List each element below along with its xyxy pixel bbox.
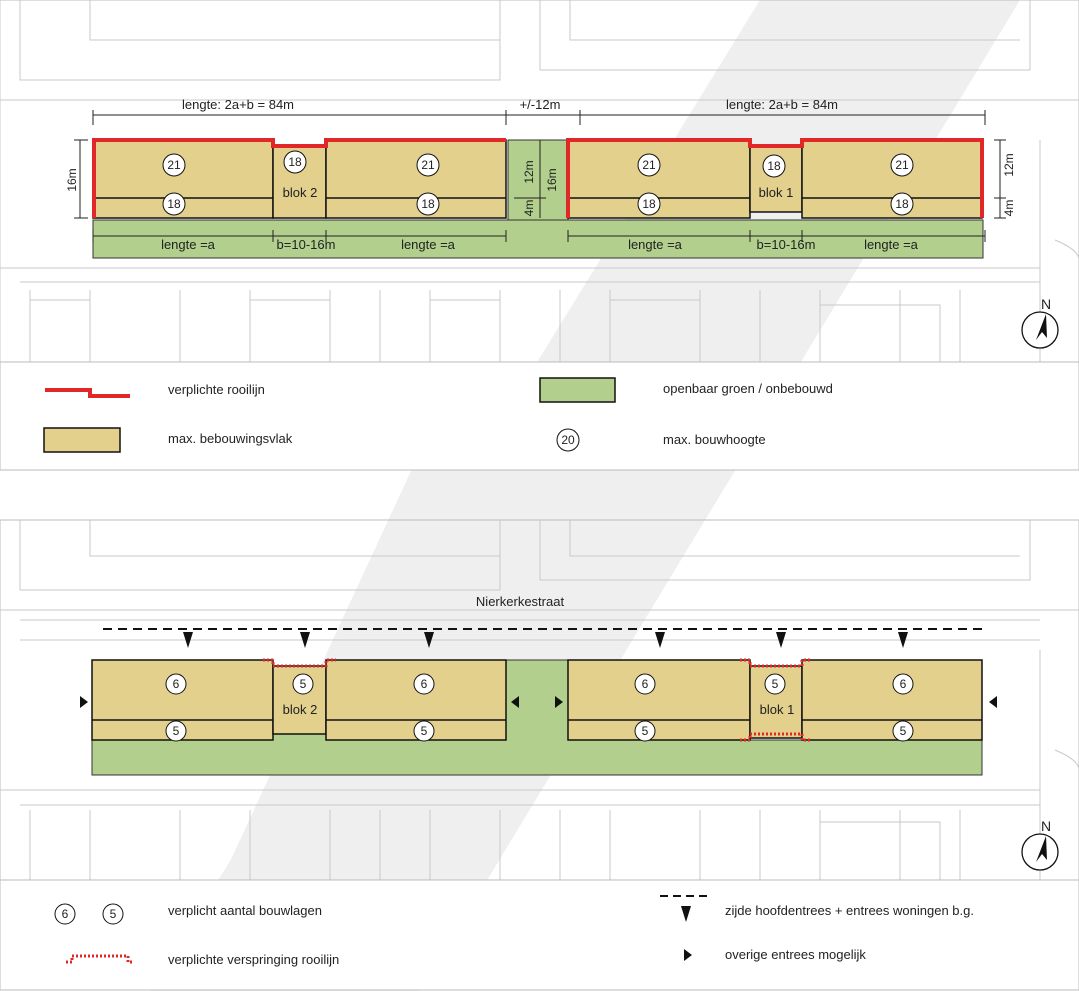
legend-bebouwing-label: max. bebouwingsvlak [168, 431, 293, 446]
height-mid-blok2: 18 [288, 155, 302, 169]
legend-5-symbol [102, 903, 124, 925]
layers-mid-blok2: 5 [300, 677, 307, 691]
north-arrow-icon-2 [1021, 833, 1059, 871]
layer-circles [165, 673, 914, 742]
dim-length-a-3: lengte =a [628, 237, 683, 252]
legend-overige-label: overige entrees mogelijk [725, 947, 866, 962]
dim-depth-12-right: 12m [1002, 153, 1016, 176]
north-arrow-icon [1021, 311, 1059, 349]
height-back-2: 18 [421, 197, 435, 211]
legend-5-symbol-text: 5 [110, 907, 117, 921]
legend-hoogte-symbol-text: 20 [561, 433, 575, 447]
dim-depth-12-mid: 12m [522, 160, 536, 183]
legend-bouwlagen-label: verplicht aantal bouwlagen [168, 903, 322, 918]
dim-gap: +/-12m [520, 97, 561, 112]
layers-front-4: 6 [900, 677, 907, 691]
entrance-arrows-down [183, 632, 908, 648]
dim-depth-4-right: 4m [1002, 200, 1016, 217]
layers-back-3: 5 [642, 724, 649, 738]
legend-bebouwing-symbol [43, 427, 121, 453]
block-label-blok2: blok 2 [283, 185, 318, 200]
legend-rooilijn-symbol [45, 388, 130, 398]
legend-side-arrow-icon [684, 949, 692, 961]
height-back-1: 18 [167, 197, 181, 211]
build-areas-2 [91, 659, 983, 741]
dimension-lines-1 [74, 110, 1006, 242]
legend-6-symbol-text: 6 [62, 907, 69, 921]
height-front-1: 21 [167, 158, 181, 172]
dim-length-b-2: b=10-16m [757, 237, 816, 252]
legend-groen-symbol [539, 377, 616, 403]
site-plan-1: lengte: 2a+b = 84m +/-12m lengte: 2a+b =… [0, 0, 1079, 363]
dim-total-left: lengte: 2a+b = 84m [182, 97, 294, 112]
height-front-2: 21 [421, 158, 435, 172]
dim-length-a-4: lengte =a [864, 237, 919, 252]
dim-depth-16-mid: 16m [545, 168, 559, 191]
dim-depth-left: 16m [65, 168, 79, 191]
site-plan-2: Nierkerkestraat [0, 519, 1079, 881]
dim-length-b-1: b=10-16m [277, 237, 336, 252]
legend-hoofdentrees-label: zijde hoofdentrees + entrees woningen b.… [725, 903, 974, 918]
dim-length-a-2: lengte =a [401, 237, 456, 252]
legend-2: 6 5 verplicht aantal bouwlagen verplicht… [0, 879, 1079, 991]
legend-rooilijn-label: verplichte rooilijn [168, 382, 265, 397]
layers-back-4: 5 [900, 724, 907, 738]
street-name: Nierkerkestraat [476, 594, 565, 609]
legend-hoogte-label: max. bouwhoogte [663, 432, 766, 447]
height-back-4: 18 [895, 197, 909, 211]
height-mid-blok1: 18 [767, 159, 781, 173]
green-strip-1 [92, 219, 984, 259]
legend-down-arrow-icon [681, 906, 691, 922]
dim-depth-4-mid: 4m [522, 200, 536, 217]
north-label-1: N [1041, 296, 1051, 312]
layers-front-2: 6 [421, 677, 428, 691]
rooilijn-line-1 [92, 138, 984, 218]
block-label-blok1-2: blok 1 [760, 702, 795, 717]
legend-verspringing-symbol [66, 954, 134, 964]
legend-1: verplichte rooilijn max. bebouwingsvlak … [0, 361, 1079, 471]
side-entrance-arrows [80, 696, 997, 708]
legend-hoogte-symbol [556, 428, 580, 452]
layers-front-3: 6 [642, 677, 649, 691]
legend-6-symbol [54, 903, 76, 925]
layers-front-1: 6 [173, 677, 180, 691]
layers-back-2: 5 [421, 724, 428, 738]
verspringing-lines [263, 658, 812, 742]
dim-total-right: lengte: 2a+b = 84m [726, 97, 838, 112]
height-front-4: 21 [895, 158, 909, 172]
block-label-blok1: blok 1 [759, 185, 794, 200]
layers-back-1: 5 [173, 724, 180, 738]
legend-verspringing-label: verplichte verspringing rooilijn [168, 952, 339, 967]
layers-mid-blok1: 5 [772, 677, 779, 691]
height-circles-1 [162, 150, 914, 216]
dim-length-a-1: lengte =a [161, 237, 216, 252]
height-front-3: 21 [642, 158, 656, 172]
block-label-blok2-2: blok 2 [283, 702, 318, 717]
street-grid-2 [0, 520, 1079, 880]
height-back-3: 18 [642, 197, 656, 211]
north-label-2: N [1041, 818, 1051, 834]
green-gap-1 [507, 139, 569, 221]
legend-groen-label: openbaar groen / onbebouwd [663, 381, 833, 396]
